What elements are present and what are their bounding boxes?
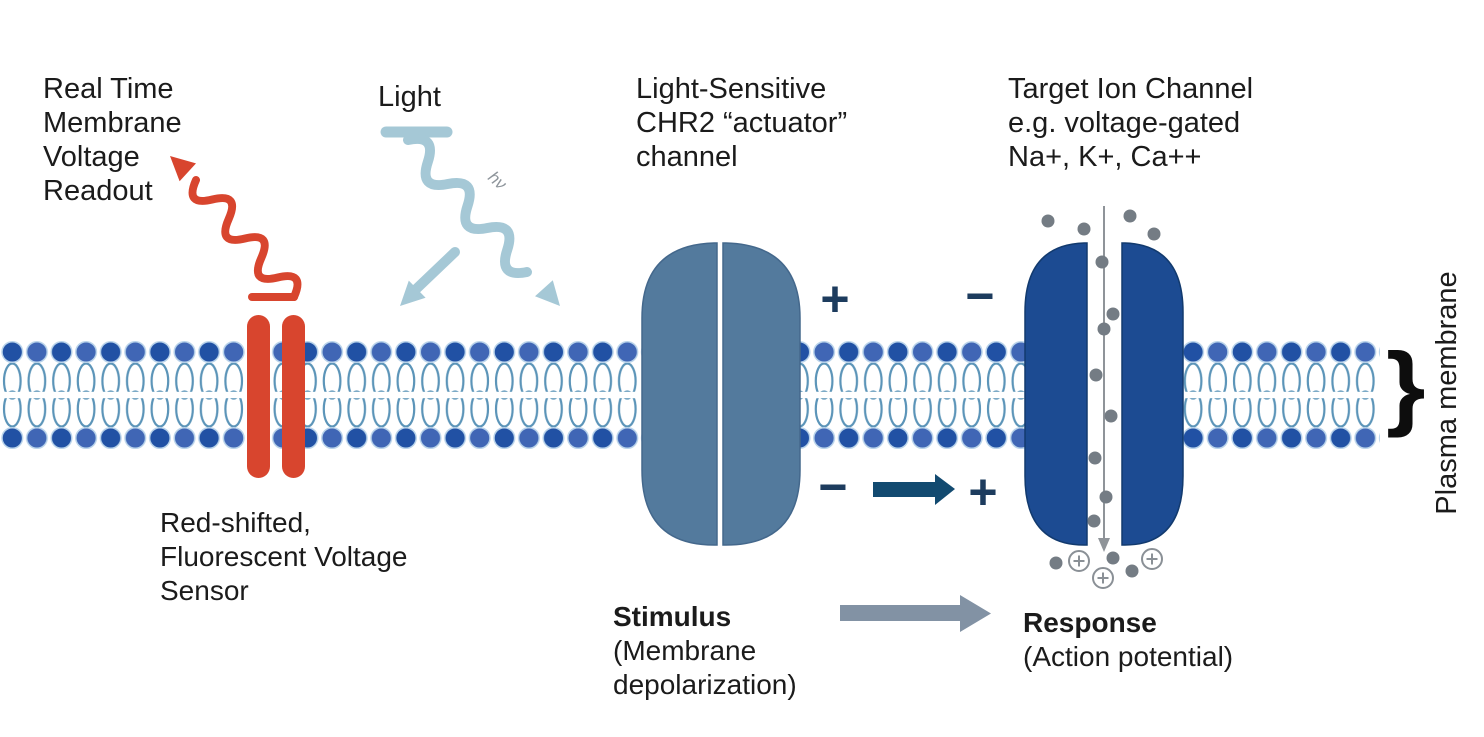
ion-dot-icon bbox=[1104, 409, 1118, 423]
voltage-sensor-helix bbox=[282, 315, 305, 478]
light-wave-arrow-icon bbox=[380, 126, 560, 306]
arrowhead-up-left bbox=[170, 156, 196, 182]
stimulus-title: Stimulus bbox=[613, 601, 732, 632]
stimulus-detail: (Membrane depolarization) bbox=[613, 635, 797, 700]
ion-dot-icon bbox=[1106, 307, 1120, 321]
arrowhead-down-right bbox=[535, 280, 560, 306]
ion-channel-left-half bbox=[1024, 242, 1088, 546]
plasma-membrane-label: Plasma membrane bbox=[1431, 271, 1463, 515]
chr2-right-half bbox=[722, 242, 801, 546]
ion-channel-right-half bbox=[1121, 242, 1184, 546]
ion-dot-icon bbox=[1095, 255, 1109, 269]
ion-dot-icon bbox=[1125, 564, 1139, 578]
voltage-sensor-label: Red-shifted, Fluorescent Voltage Sensor bbox=[160, 507, 408, 606]
ion-dot-icon bbox=[1087, 514, 1101, 528]
ion-dot-icon bbox=[1088, 451, 1102, 465]
ion-dot-icon bbox=[1123, 209, 1137, 223]
photon-hv-label: hν bbox=[484, 168, 510, 194]
readout-label: Real Time Membrane Voltage Readout bbox=[43, 73, 182, 207]
chr2-actuator-channel bbox=[641, 242, 801, 546]
ion-dot-icon bbox=[1097, 322, 1111, 336]
depolarization-arrow-icon bbox=[873, 474, 955, 505]
ion-dot-icon bbox=[1147, 227, 1161, 241]
light-label: Light bbox=[378, 81, 441, 113]
arrowhead-down bbox=[1098, 538, 1110, 552]
charge-inside-minus: − bbox=[818, 459, 847, 515]
ion-flow bbox=[1041, 206, 1163, 589]
light-ray-shaft bbox=[407, 247, 460, 298]
membrane-brace-icon: } bbox=[1386, 333, 1426, 438]
ion-dot-icon bbox=[1089, 368, 1103, 382]
ion-dot-icon bbox=[1041, 214, 1055, 228]
response-detail: (Action potential) bbox=[1023, 641, 1234, 672]
charge-inside-plus: + bbox=[968, 464, 997, 520]
charge-outside-plus: + bbox=[820, 271, 849, 327]
charge-outside-minus: − bbox=[965, 268, 994, 324]
chr2-pore-gap bbox=[714, 336, 724, 454]
positive-ion-icon bbox=[1068, 550, 1090, 572]
positive-ions bbox=[1068, 548, 1163, 589]
fluorescence-wave-arrow-icon bbox=[170, 156, 302, 301]
ion-dot-icon bbox=[1077, 222, 1091, 236]
arrowhead-down-left bbox=[400, 280, 426, 306]
target-channel-label: Target Ion Channel e.g. voltage-gated Na… bbox=[1008, 73, 1254, 173]
chr2-channel-label: Light-Sensitive CHR2 “actuator” channel bbox=[636, 73, 848, 173]
response-title: Response bbox=[1023, 607, 1157, 638]
voltage-sensor-protein bbox=[247, 315, 305, 478]
target-ion-channel bbox=[1024, 242, 1184, 546]
ion-dots bbox=[1041, 209, 1161, 578]
chr2-left-half bbox=[641, 242, 718, 546]
voltage-sensor-helix bbox=[247, 315, 270, 478]
ion-dot-icon bbox=[1049, 556, 1063, 570]
positive-ion-icon bbox=[1092, 567, 1114, 589]
stimulus-response-arrow-icon bbox=[840, 595, 991, 632]
positive-ion-icon bbox=[1141, 548, 1163, 570]
ion-dot-icon bbox=[1099, 490, 1113, 504]
ion-dot-icon bbox=[1106, 551, 1120, 565]
